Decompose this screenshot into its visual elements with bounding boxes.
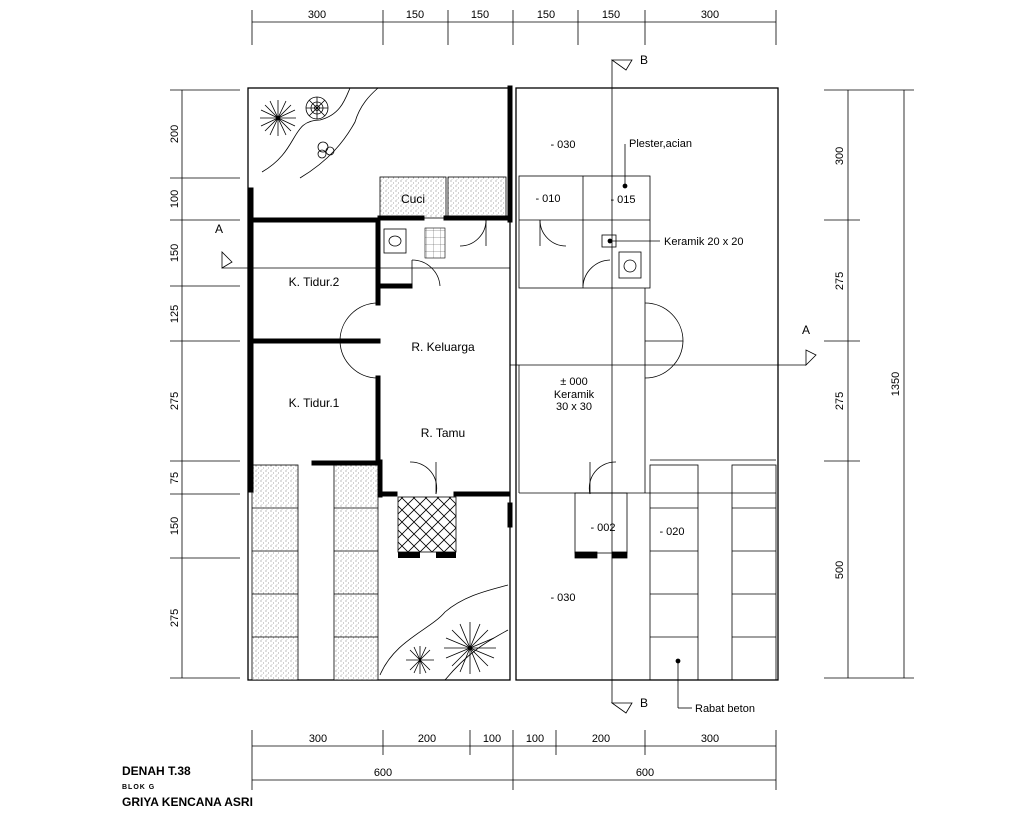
dim-bottom-2: 200 [418,733,436,745]
left-dimension-line: 200 100 150 125 275 75 150 275 [169,89,240,679]
paving-areas [251,176,507,681]
level-label-030-top: - 030 [550,139,575,151]
note-keramik-20x20: Keramik 20 x 20 [664,236,743,248]
top-dimension-line: 300 150 150 150 150 300 [251,9,777,45]
dim-left-6: 75 [169,472,181,484]
dim-left-3: 150 [169,244,181,262]
level-label-000: ± 000 [560,376,587,388]
dim-top-1: 300 [308,9,326,21]
dim-top-3: 150 [471,9,489,21]
dim-bottom-1: 300 [309,733,327,745]
level-label-010: - 010 [535,193,560,205]
dim-bottom-3: 100 [483,733,501,745]
section-a-left-label: A [215,222,223,236]
dim-top-6: 300 [701,9,719,21]
leader-rabat-beton [675,658,692,709]
left-unit-walls [248,85,513,558]
room-label-kamar-tidur-1: K. Tidur.1 [289,396,340,410]
dim-left-7: 150 [169,517,181,535]
dim-right-3: 275 [834,392,846,410]
note-plester-acian: Plester,acian [629,138,692,150]
title-main: DENAH T.38 [122,764,191,778]
dim-top-2: 150 [406,9,424,21]
dim-right-total: 1350 [890,372,902,396]
room-label-ruang-tamu: R. Tamu [421,426,465,440]
note-keramik-30-line1: Keramik [554,389,595,401]
dim-left-4: 125 [169,305,181,323]
dim-right-4: 500 [834,561,846,579]
dim-right-1: 300 [834,147,846,165]
room-label-cuci: Cuci [401,192,425,206]
dim-left-5: 275 [169,392,181,410]
note-keramik-30-line2: 30 x 30 [556,401,592,413]
level-label-002: - 002 [590,522,615,534]
dim-bottom-6: 300 [701,733,719,745]
level-label-015: - 015 [610,194,635,206]
dim-left-8: 275 [169,609,181,627]
dim-bottom-total-right: 600 [636,767,654,779]
section-b-top-label: B [640,53,648,67]
dim-bottom-4: 100 [526,733,544,745]
section-b-bottom-label: B [640,696,648,710]
leader-plester [622,144,628,189]
dim-top-4: 150 [537,9,555,21]
right-unit-walls [518,175,776,559]
right-paving-strips [649,464,777,681]
dim-bottom-5: 200 [592,733,610,745]
door-swings [339,219,684,495]
level-label-030-bottom: - 030 [550,592,575,604]
title-block: BLOK G [122,784,155,791]
room-label-kamar-tidur-2: K. Tidur.2 [289,275,340,289]
room-label-ruang-keluarga: R. Keluarga [411,340,475,354]
dim-left-2: 100 [169,190,181,208]
leader-keramik-20 [607,238,660,244]
note-rabat-beton: Rabat beton [695,703,755,715]
section-a-right-label: A [802,323,810,337]
level-label-020: - 020 [659,526,684,538]
dim-top-5: 150 [602,9,620,21]
garden-plants-bottom [379,584,509,681]
dim-bottom-total-left: 600 [374,767,392,779]
bottom-dimension-lines: 300 200 100 100 200 300 600 600 [251,730,777,790]
title-project: GRIYA KENCANA ASRI [122,795,253,809]
section-line-a: A A [215,222,817,366]
dim-right-2: 275 [834,272,846,290]
right-dimension-lines: 300 275 275 500 1350 [824,89,914,679]
dim-left-1: 200 [169,125,181,143]
site-outline [247,87,779,681]
garden-plants-top [260,87,379,179]
section-line-b: B B [610,53,648,714]
toilet-fixtures [383,228,642,279]
